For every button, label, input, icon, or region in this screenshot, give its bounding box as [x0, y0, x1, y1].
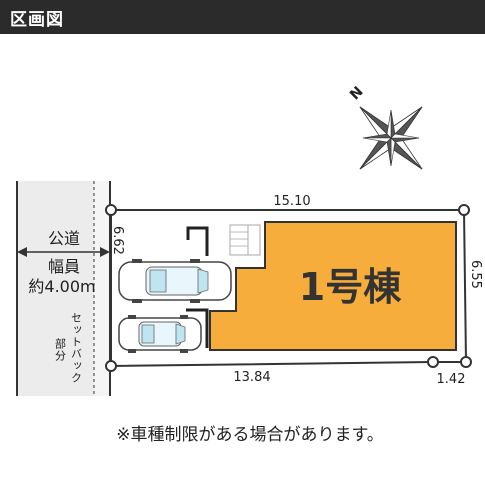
dimension-bottom-right: 1.42	[437, 372, 466, 387]
building-footprint	[209, 221, 457, 351]
parking-wall-top	[186, 226, 209, 256]
corner-marker	[460, 356, 472, 368]
corner-marker	[105, 360, 117, 372]
dimension-right: 6.55	[468, 260, 483, 289]
road-label-line1: 公道	[48, 229, 80, 248]
road-arrow-right-head	[100, 247, 110, 257]
setback-label-col1: セットバック	[70, 312, 83, 384]
dimension-top: 15.10	[273, 194, 310, 209]
car-icon-small	[118, 315, 202, 353]
entrance-steps	[229, 224, 249, 256]
parking-wall-bottom	[186, 308, 209, 348]
compass-north-label: N	[347, 84, 367, 104]
road-arrow-left-head	[17, 247, 27, 257]
lot-outline	[110, 209, 468, 368]
setback-strip	[94, 181, 110, 396]
road-label-bg	[42, 228, 86, 248]
corner-marker	[105, 204, 117, 216]
compass-icon	[359, 106, 423, 170]
corner-marker	[427, 356, 439, 368]
road-label-line2: 幅員	[48, 257, 80, 276]
vehicle-restriction-note: ※車種制限がある場合があります。	[116, 425, 384, 445]
dimension-bottom: 13.84	[233, 370, 270, 385]
building-label: 1号棟	[299, 265, 402, 309]
car-icon-large	[118, 259, 232, 303]
corner-marker	[458, 204, 470, 216]
entrance-landing	[247, 224, 261, 256]
road-label-line3: 約4.00m	[28, 277, 95, 296]
setback-label-col2: 部分	[54, 337, 67, 362]
dimension-left: 6.62	[110, 226, 125, 255]
header-bar: 区画図	[0, 0, 485, 34]
page-title: 区画図	[10, 10, 64, 30]
